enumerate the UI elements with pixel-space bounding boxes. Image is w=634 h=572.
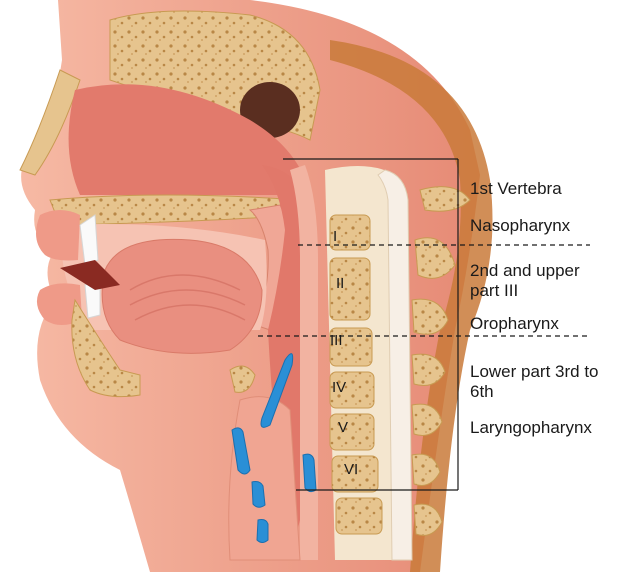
- label-lower-3rd-to-6th: Lower part 3rd to 6th: [470, 362, 599, 402]
- vertebra-7-body: [336, 498, 382, 534]
- numeral-I: I: [333, 228, 337, 245]
- tongue: [102, 239, 262, 353]
- cricoid-cartilage: [252, 482, 265, 508]
- label-oropharynx: Oropharynx: [470, 314, 559, 334]
- numeral-IV: IV: [332, 379, 346, 396]
- numeral-II: II: [336, 275, 344, 292]
- label-laryngopharynx: Laryngopharynx: [470, 418, 592, 438]
- label-2nd-upper-3rd: 2nd and upper part III: [470, 261, 580, 301]
- label-1st-vertebra: 1st Vertebra: [470, 179, 562, 199]
- numeral-VI: VI: [344, 461, 358, 478]
- numeral-V: V: [338, 419, 348, 436]
- numeral-III: III: [330, 332, 343, 349]
- upper-lip: [36, 210, 80, 260]
- tracheal-ring: [257, 520, 268, 543]
- arytenoid-cartilage: [303, 454, 316, 491]
- label-nasopharynx: Nasopharynx: [470, 216, 570, 236]
- vertebra-5-body: [330, 414, 374, 450]
